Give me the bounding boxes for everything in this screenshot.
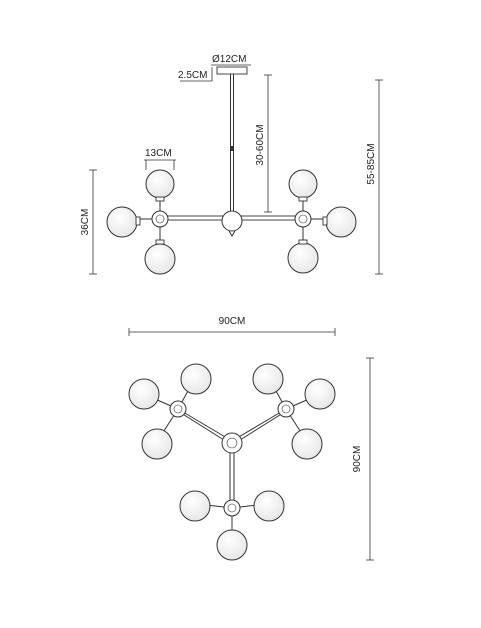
cluster-hub-upper-left: [169, 400, 187, 418]
center-hub-ring: [226, 437, 238, 449]
center-finial: [228, 230, 236, 237]
globe-collar: [298, 196, 308, 202]
canopy: [216, 66, 248, 75]
side-view: Ø12CM 2.5CM 30-60CM 55-85CM 13CM 36CM: [80, 54, 383, 275]
cluster-hub-ring: [173, 404, 183, 414]
rod-length-label: 30-60CM: [255, 124, 266, 165]
left-hub: [151, 210, 169, 228]
globe-shade: [325, 206, 357, 238]
globe-shade: [288, 169, 318, 199]
center-hub-top-view: [221, 432, 243, 454]
globe-shade: [291, 428, 323, 460]
arm-upper-left: [177, 408, 233, 442]
right-hub: [294, 210, 312, 228]
globe-shade: [252, 363, 284, 395]
canopy-diameter-label: Ø12CM: [212, 54, 246, 65]
arm-upper-right: [231, 408, 287, 442]
cluster-hub-ring: [281, 404, 291, 414]
fixture-height-label: 36CM: [80, 209, 91, 236]
globe-collar: [298, 239, 308, 245]
globe-shade: [141, 428, 173, 460]
cluster-hub-upper-right: [277, 400, 295, 418]
total-height-label: 55-85CM: [366, 143, 377, 184]
globe-collar: [322, 216, 328, 226]
cluster-hub-bottom: [223, 499, 241, 517]
top-view: 90CM 90CM: [128, 316, 374, 561]
globe-shade: [128, 378, 160, 410]
globe-collar: [155, 239, 165, 245]
globe-shade: [179, 490, 211, 522]
globe-collar: [155, 196, 165, 202]
cluster-hub-ring: [227, 503, 237, 513]
globe-shade: [106, 206, 138, 238]
globe-shade: [304, 378, 336, 410]
globe-shade: [180, 363, 212, 395]
globe-collar: [135, 216, 141, 226]
left-hub-ring: [155, 214, 165, 224]
globe-shade: [144, 243, 176, 275]
depth-label: 90CM: [352, 446, 363, 473]
right-hub-ring: [298, 214, 308, 224]
globe-shade: [145, 169, 175, 199]
globe-diameter-label: 13CM: [145, 148, 172, 159]
center-hub: [221, 210, 243, 232]
width-label: 90CM: [219, 316, 246, 327]
rod-joint: [230, 146, 234, 151]
canopy-height-label: 2.5CM: [178, 70, 207, 81]
globe-shade: [287, 242, 319, 274]
globe-shade: [216, 529, 248, 561]
globe-shade: [253, 490, 285, 522]
